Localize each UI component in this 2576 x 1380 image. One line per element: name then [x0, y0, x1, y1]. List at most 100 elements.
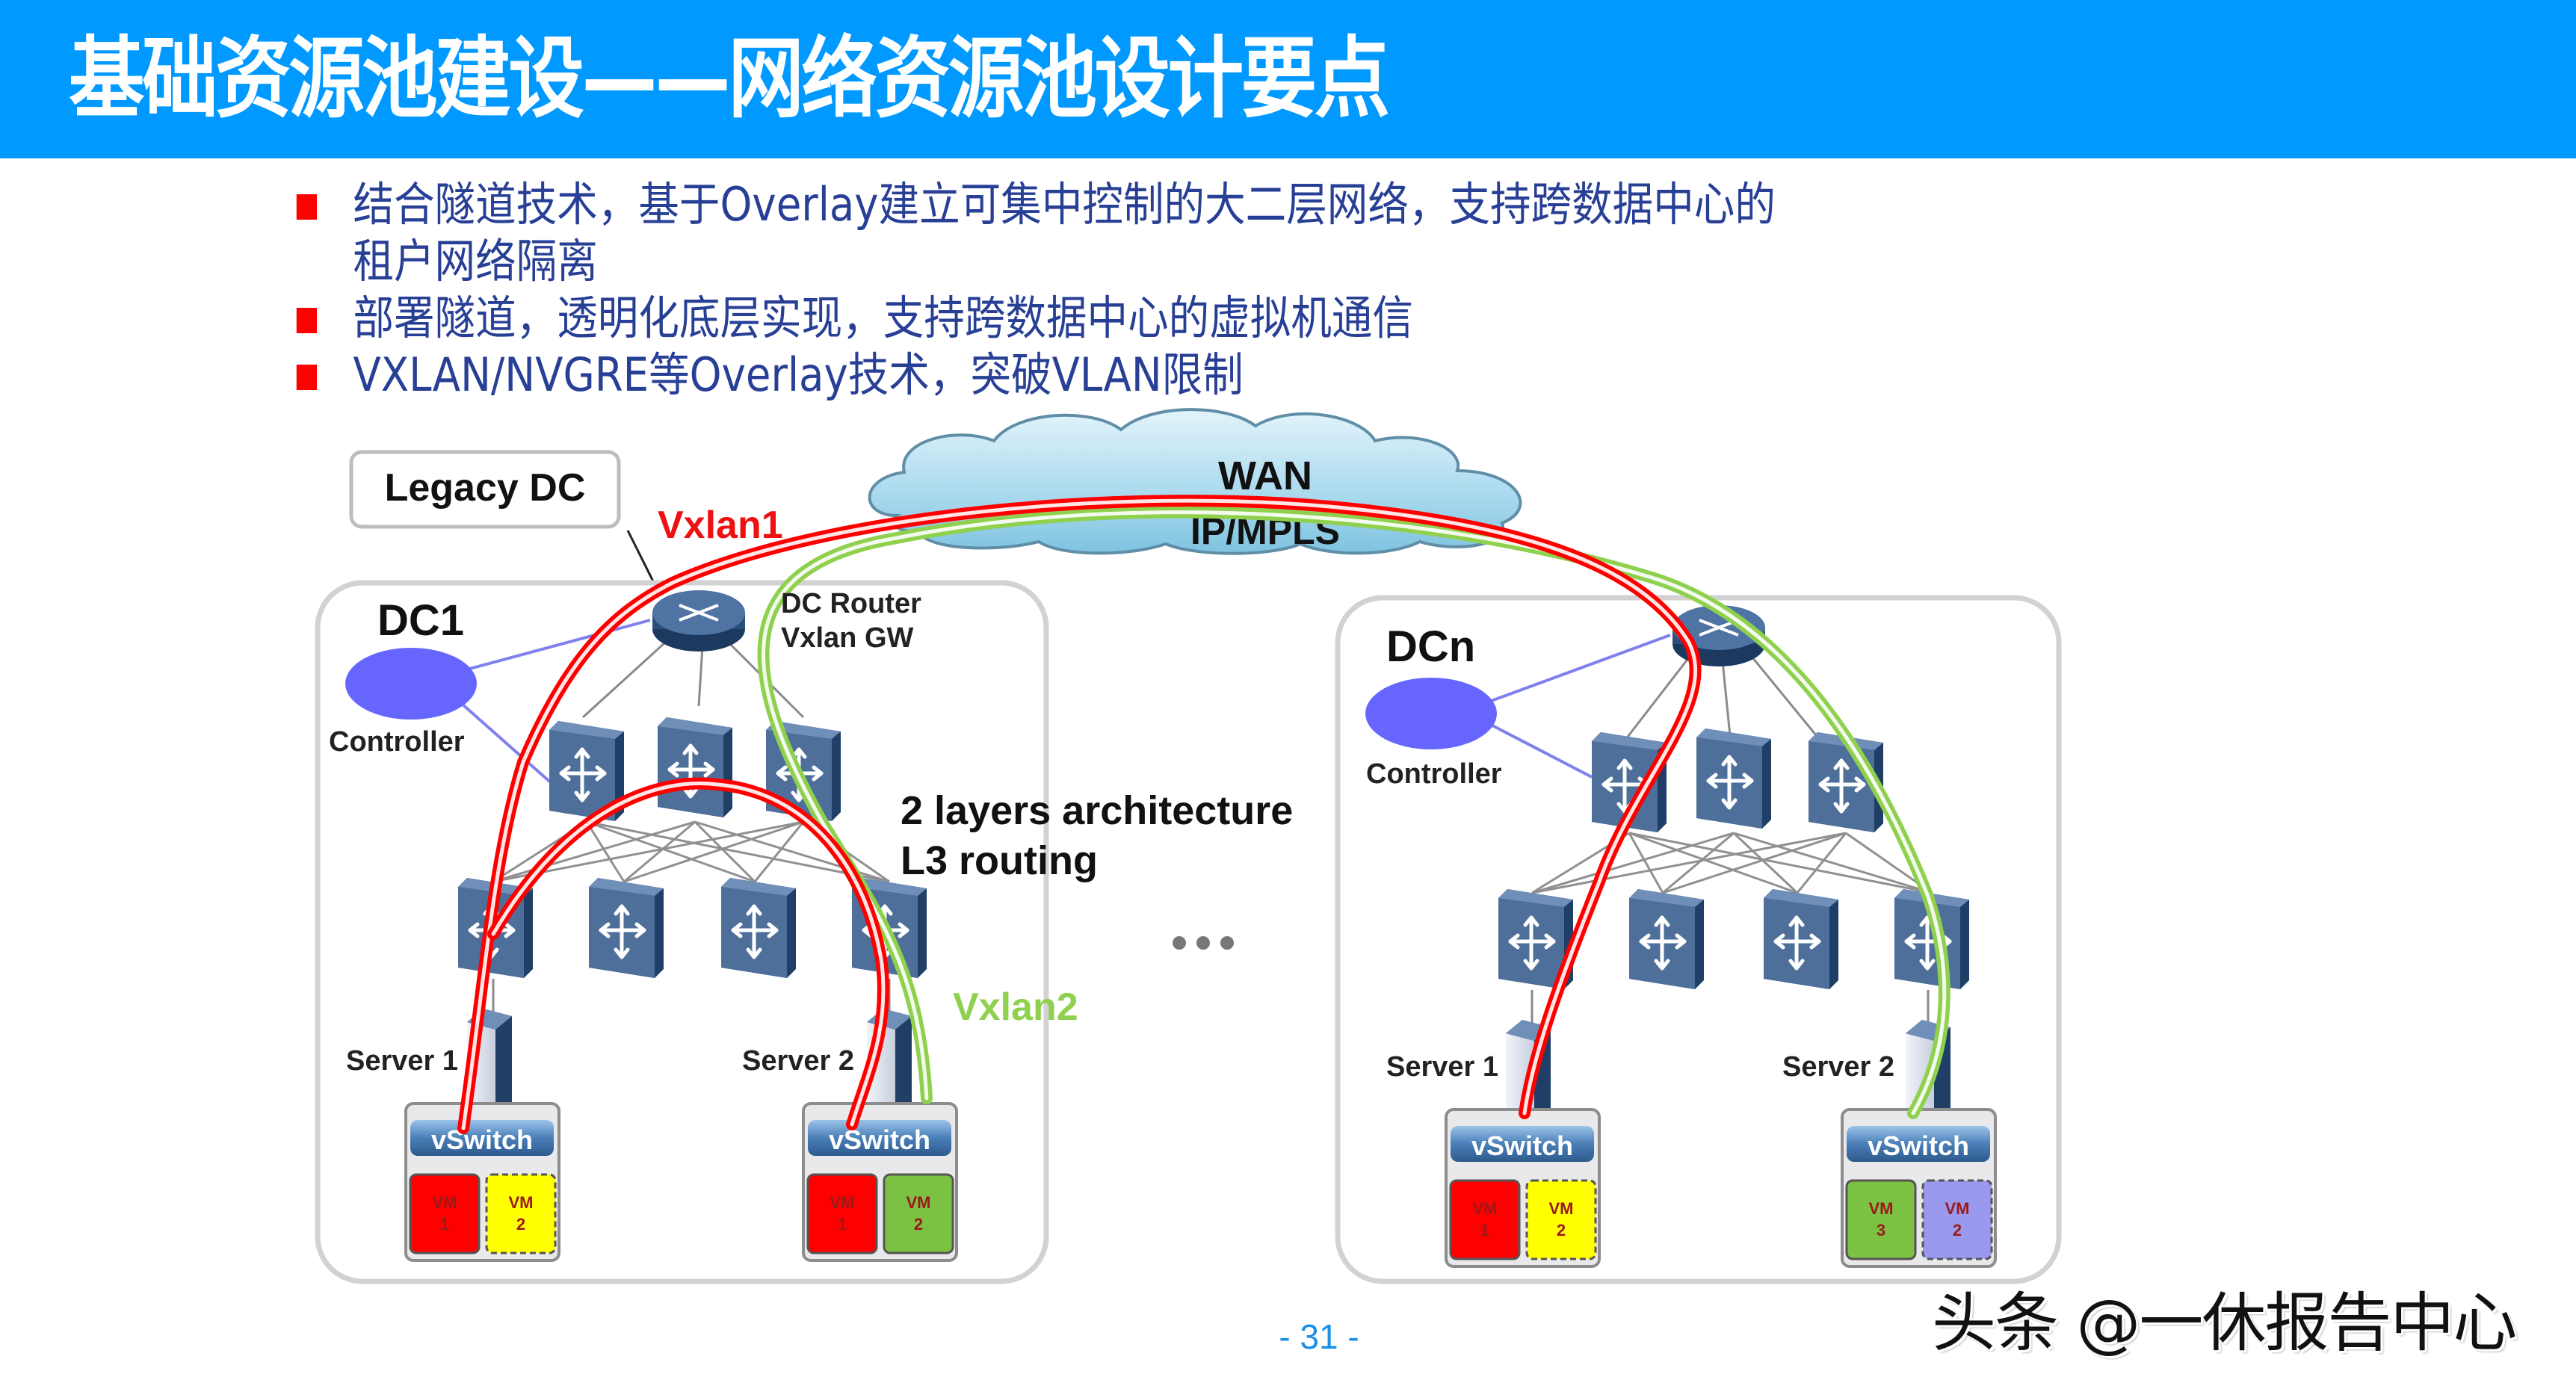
bullet-line: VXLAN/NVGRE等Overlay技术，突破VLAN限制 [353, 347, 1244, 402]
dc1-router-sublabel: Vxlan GW [781, 622, 913, 654]
vm-label: VM [1869, 1199, 1894, 1218]
mesh-link [1796, 832, 1847, 894]
vxlan2-label: Vxlan2 [953, 986, 1078, 1029]
dcn-label: DCn [1386, 622, 1475, 671]
legacy-dc-label: Legacy DC [385, 466, 586, 510]
bullet-item: 部署隧道，透明化底层实现，支持跨数据中心的虚拟机通信 [295, 290, 1874, 347]
server-label: Server 2 [742, 1045, 854, 1077]
fabric-mesh [492, 820, 1933, 894]
bullet-square-icon [296, 308, 318, 333]
vm-label: VM [830, 1193, 855, 1212]
mesh-link [586, 820, 756, 883]
mesh-link [1732, 832, 1799, 894]
vm-label: VM [1945, 1199, 1970, 1218]
dc1-router-label: DC Router [781, 588, 921, 619]
page-number: - 31 - [1279, 1317, 1359, 1356]
vm-label: VM [509, 1193, 534, 1212]
vm-box [485, 1173, 557, 1254]
mesh-link [586, 820, 890, 883]
switch-icon [589, 878, 664, 978]
bullet-square-icon [296, 194, 318, 220]
vswitch-bar [1451, 1126, 1594, 1162]
dc1-router-icon [651, 589, 747, 653]
vswitch-label: vSwitch [1471, 1130, 1573, 1161]
switch-icon [721, 878, 796, 978]
vm-number: 1 [1480, 1221, 1489, 1240]
vm-box [1921, 1179, 1993, 1260]
wan-label: WAN [1218, 454, 1312, 498]
server-label: Server 1 [346, 1045, 458, 1077]
mesh-link [492, 820, 696, 883]
mesh-link [1733, 832, 1933, 894]
vswitch-label: vSwitch [1868, 1130, 1969, 1161]
controller-links [454, 619, 1671, 786]
title-bar: 基础资源池建设——网络资源池设计要点 [0, 0, 2576, 158]
vm-box [1525, 1179, 1597, 1260]
vm-number: 3 [1877, 1221, 1885, 1240]
mesh-link [1628, 832, 1798, 894]
switch-icon [658, 717, 732, 817]
vm-number: 1 [440, 1215, 449, 1234]
mesh-link [694, 820, 756, 883]
vm-box [1449, 1179, 1521, 1260]
bullet-line: 部署隧道，透明化底层实现，支持跨数据中心的虚拟机通信 [353, 291, 1414, 345]
vswitch-bar [808, 1120, 951, 1156]
mesh-link [1662, 832, 1735, 894]
vm-label: VM [906, 1193, 931, 1212]
mesh-link [1531, 832, 1847, 894]
vm-number: 2 [1953, 1221, 1962, 1240]
switch-icon [1629, 889, 1704, 989]
bullet-line: 租户网络隔离 [353, 234, 598, 288]
mesh-link [753, 821, 805, 882]
mesh-link [585, 821, 626, 882]
vm-number: 2 [516, 1215, 525, 1234]
vxlan1-tunnel-wan [457, 495, 1702, 1134]
mesh-link [1662, 832, 1847, 894]
mesh-link [492, 820, 804, 883]
server-label: Server 1 [1386, 1051, 1498, 1083]
server-links [492, 979, 1930, 1027]
bullet-item: 结合隧道技术，基于Overlay建立可集中控制的大二层网络，支持跨数据中心的 租… [295, 176, 1874, 290]
slide-title: 基础资源池建设——网络资源池设计要点 [69, 27, 1390, 130]
mesh-link [1531, 832, 1735, 894]
vm-number: 2 [914, 1215, 923, 1234]
dcn-controller-label: Controller [1366, 758, 1502, 790]
switch-icon [1696, 728, 1771, 829]
mesh-link [1628, 832, 1933, 894]
architecture-note-line1: 2 layers architecture [901, 788, 1293, 833]
bullet-line: 结合隧道技术，基于Overlay建立可集中控制的大二层网络，支持跨数据中心的 [353, 177, 1776, 232]
dc1-label: DC1 [377, 596, 464, 645]
server-label: Server 2 [1782, 1051, 1894, 1083]
architecture-note-line2: L3 routing [901, 838, 1098, 883]
vswitch-bar [410, 1120, 554, 1156]
vm-box [409, 1173, 481, 1254]
vm-box [1845, 1179, 1917, 1260]
dcn-controller-icon [1365, 678, 1497, 749]
vm-box [883, 1173, 954, 1254]
vswitch-label: vSwitch [431, 1124, 533, 1155]
vm-label: VM [433, 1193, 457, 1212]
bullet-item: VXLAN/NVGRE等Overlay技术，突破VLAN限制 [295, 347, 1874, 403]
legacy-dc-box: Legacy DC [349, 450, 621, 529]
dc1-controller-label: Controller [329, 726, 465, 758]
vm-label: VM [1473, 1199, 1498, 1218]
vm-box [806, 1173, 878, 1254]
switch-icon [1764, 889, 1838, 989]
vswitch-label: vSwitch [829, 1124, 930, 1155]
vm-number: 1 [838, 1215, 847, 1234]
vxlan1-label: Vxlan1 [658, 504, 783, 547]
ellipsis-icon [1173, 936, 1234, 950]
mesh-link [623, 820, 804, 883]
vxlan2-tunnel-wan [757, 506, 1950, 1119]
vswitch-bar [1847, 1126, 1990, 1162]
watermark: 头条 @一休报告中心 [1932, 1286, 2517, 1361]
bullet-square-icon [296, 365, 318, 390]
dc1-controller-icon [345, 648, 477, 720]
vm-label: VM [1549, 1199, 1574, 1218]
